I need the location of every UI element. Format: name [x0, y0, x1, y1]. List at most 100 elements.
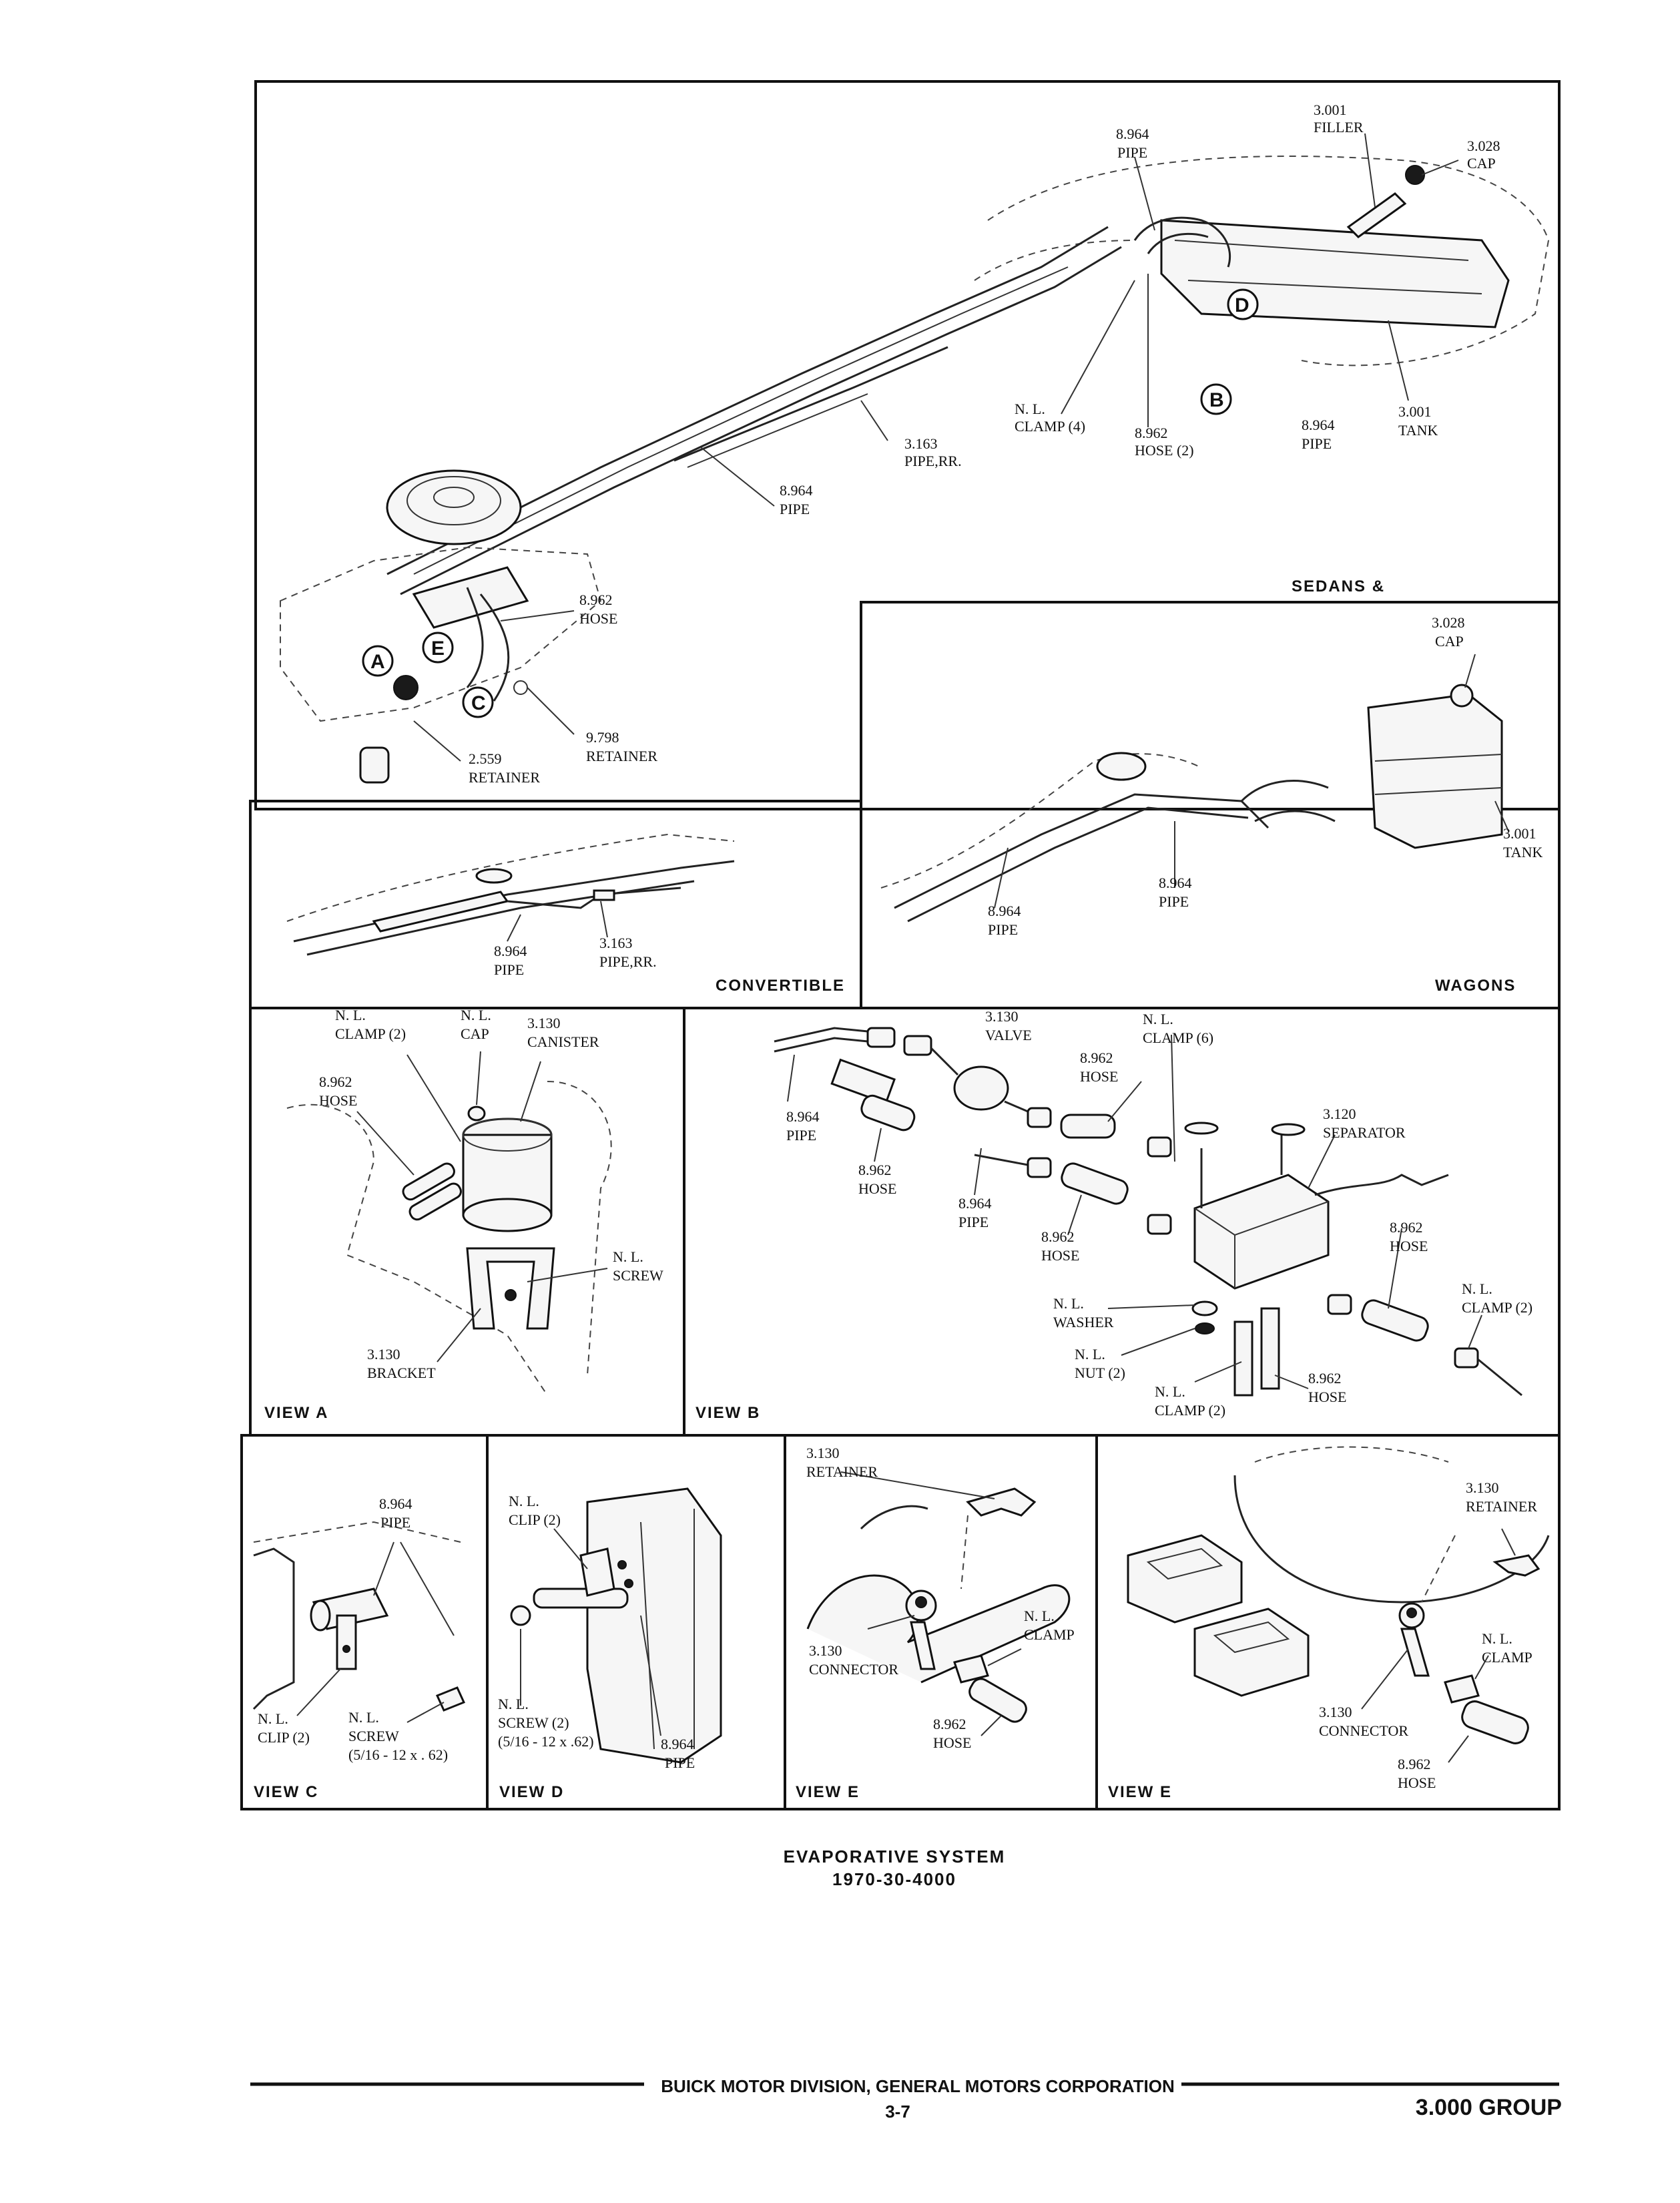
wagons-title: WAGONS: [1435, 977, 1516, 995]
view-e2-retainer-num: 3.130: [1466, 1479, 1499, 1496]
view-b-hose-e: HOSE: [1308, 1389, 1346, 1405]
callout-badge-a: A: [362, 645, 394, 677]
view-c-pipe: PIPE: [380, 1514, 410, 1531]
convertible-title: CONVERTIBLE: [716, 977, 845, 995]
label-pipe-mid-num: 8.964: [1302, 417, 1335, 433]
view-b-title: VIEW B: [695, 1404, 760, 1422]
view-e2-hose: HOSE: [1398, 1774, 1436, 1791]
view-e2-clamp: CLAMP: [1482, 1649, 1532, 1666]
view-a-canister-num: 3.130: [527, 1015, 561, 1031]
label-retainer1: RETAINER: [586, 748, 657, 764]
view-a-screw: SCREW: [613, 1267, 663, 1284]
callout-c-label: C: [471, 692, 486, 714]
view-b-hose-b: HOSE: [858, 1180, 896, 1197]
footer-page-number: 3-7: [885, 2102, 910, 2122]
view-b-hose-a-num: 8.962: [1080, 1049, 1113, 1066]
view-c-screw-nl: N. L.: [348, 1709, 379, 1726]
wagon-label-tank-num: 3.001: [1503, 825, 1536, 842]
view-c-clip-nl: N. L.: [258, 1710, 288, 1727]
wagon-label-pipe1-num: 8.964: [988, 903, 1021, 919]
view-d-screw: SCREW (2): [498, 1714, 569, 1731]
view-b-hose-e-num: 8.962: [1308, 1370, 1342, 1387]
view-c-screw-size: (5/16 - 12 x . 62): [348, 1746, 448, 1763]
label-hose-eng: HOSE: [579, 610, 617, 627]
label-retainer2-num: 2.559: [469, 750, 502, 767]
caption-title: EVAPORATIVE SYSTEM: [784, 1847, 1006, 1867]
view-b-nut: NUT (2): [1075, 1365, 1125, 1381]
view-b-clamp2b-nl: N. L.: [1155, 1383, 1185, 1400]
label-pipe-long: PIPE: [780, 501, 810, 517]
label-retainer2: RETAINER: [469, 769, 540, 786]
view-b-labels: 3.130 VALVE N. L. CLAMP (6) 8.962 HOSE 3…: [695, 1008, 1532, 1422]
view-e2-clamp-nl: N. L.: [1482, 1630, 1512, 1647]
label-pipe-top: PIPE: [1117, 144, 1147, 161]
wagon-label-cap-num: 3.028: [1432, 614, 1465, 631]
label-clamp-nl: N. L.: [1015, 401, 1045, 417]
view-a-labels: N. L. CLAMP (2) N. L. CAP 3.130 CANISTER…: [264, 1007, 663, 1422]
callout-badge-c: C: [462, 686, 494, 718]
view-d-drawing: [510, 1487, 722, 1764]
callout-badge-e: E: [422, 632, 454, 664]
view-b-nut-nl: N. L.: [1075, 1346, 1105, 1363]
view-d-clip-nl: N. L.: [509, 1493, 539, 1509]
view-b-pipe-b-num: 8.964: [958, 1195, 992, 1212]
wagon-label-pipe1: PIPE: [988, 921, 1018, 938]
view-c-title: VIEW C: [254, 1783, 318, 1801]
callout-badge-b: B: [1200, 383, 1232, 415]
view-e1-labels: 3.130 RETAINER N. L. CLAMP 3.130 CONNECT…: [796, 1445, 1075, 1801]
view-e1-clamp: CLAMP: [1024, 1626, 1075, 1643]
label-retainer1-num: 9.798: [586, 729, 619, 746]
label-cap: CAP: [1467, 155, 1496, 172]
conv-label-pipe-rr: PIPE,RR.: [599, 953, 657, 970]
view-b-separator-num: 3.120: [1323, 1106, 1356, 1122]
label-hose-eng-num: 8.962: [579, 591, 613, 608]
view-d-screw-nl: N. L.: [498, 1696, 529, 1712]
label-pipe-rr: PIPE,RR.: [904, 453, 962, 469]
view-b-hose-a: HOSE: [1080, 1068, 1118, 1085]
view-e1-hose: HOSE: [933, 1734, 971, 1751]
view-d-labels: N. L. CLIP (2) N. L. SCREW (2) (5/16 - 1…: [498, 1493, 695, 1801]
view-d-pipe: PIPE: [665, 1754, 695, 1771]
callout-badge-d: D: [1227, 288, 1259, 320]
view-b-hose-b-num: 8.962: [858, 1162, 892, 1178]
conv-label-pipe-num: 8.964: [494, 943, 527, 959]
view-e1-drawing: [806, 1471, 1071, 1736]
view-b-hose-d-num: 8.962: [1390, 1219, 1423, 1236]
view-e1-hose-num: 8.962: [933, 1716, 966, 1732]
label-filler: FILLER: [1314, 119, 1364, 136]
view-b-hose-d: HOSE: [1390, 1238, 1428, 1254]
label-pipe-long-num: 8.964: [780, 482, 813, 499]
view-a-cap: CAP: [461, 1025, 489, 1042]
view-a-screw-nl: N. L.: [613, 1248, 643, 1265]
view-a-bracket-num: 3.130: [367, 1346, 400, 1363]
callout-d-label: D: [1235, 294, 1249, 316]
view-c-drawing: [252, 1521, 466, 1723]
view-a-cap-nl: N. L.: [461, 1007, 491, 1023]
callout-a-label: A: [370, 651, 385, 673]
view-a-clamp: CLAMP (2): [335, 1025, 406, 1042]
label-cap-num: 3.028: [1467, 138, 1500, 154]
view-c-pipe-num: 8.964: [379, 1495, 412, 1512]
view-a-hose-num: 8.962: [319, 1073, 352, 1090]
view-b-clamp2b: CLAMP (2): [1155, 1402, 1225, 1419]
view-d-title: VIEW D: [499, 1783, 564, 1801]
wagons-panel-labels: 3.028 CAP 3.001 TANK 8.964 PIPE 8.964 PI…: [988, 614, 1543, 995]
view-b-valve: VALVE: [985, 1027, 1032, 1043]
view-e2-title: VIEW E: [1108, 1783, 1172, 1801]
view-b-clamp6: CLAMP (6): [1143, 1029, 1213, 1046]
view-a-clamp-nl: N. L.: [335, 1007, 366, 1023]
convertible-panel-labels: 8.964 PIPE 3.163 PIPE,RR. CONVERTIBLE: [494, 935, 845, 995]
view-e2-hose-num: 8.962: [1398, 1756, 1431, 1772]
view-b-valve-num: 3.130: [985, 1008, 1019, 1025]
wagon-label-pipe2: PIPE: [1159, 893, 1189, 910]
view-c-clip: CLIP (2): [258, 1729, 310, 1746]
label-filler-num: 3.001: [1314, 101, 1347, 118]
label-pipe-mid: PIPE: [1302, 435, 1332, 452]
view-b-washer-nl: N. L.: [1053, 1295, 1084, 1312]
view-e2-panel-frame: [1095, 1434, 1561, 1810]
footer-group-label: 3.000 GROUP: [1416, 2095, 1562, 2120]
view-e1-clamp-nl: N. L.: [1024, 1608, 1055, 1624]
label-clamp: CLAMP (4): [1015, 418, 1085, 435]
main-panel-drawing: [280, 133, 1550, 784]
